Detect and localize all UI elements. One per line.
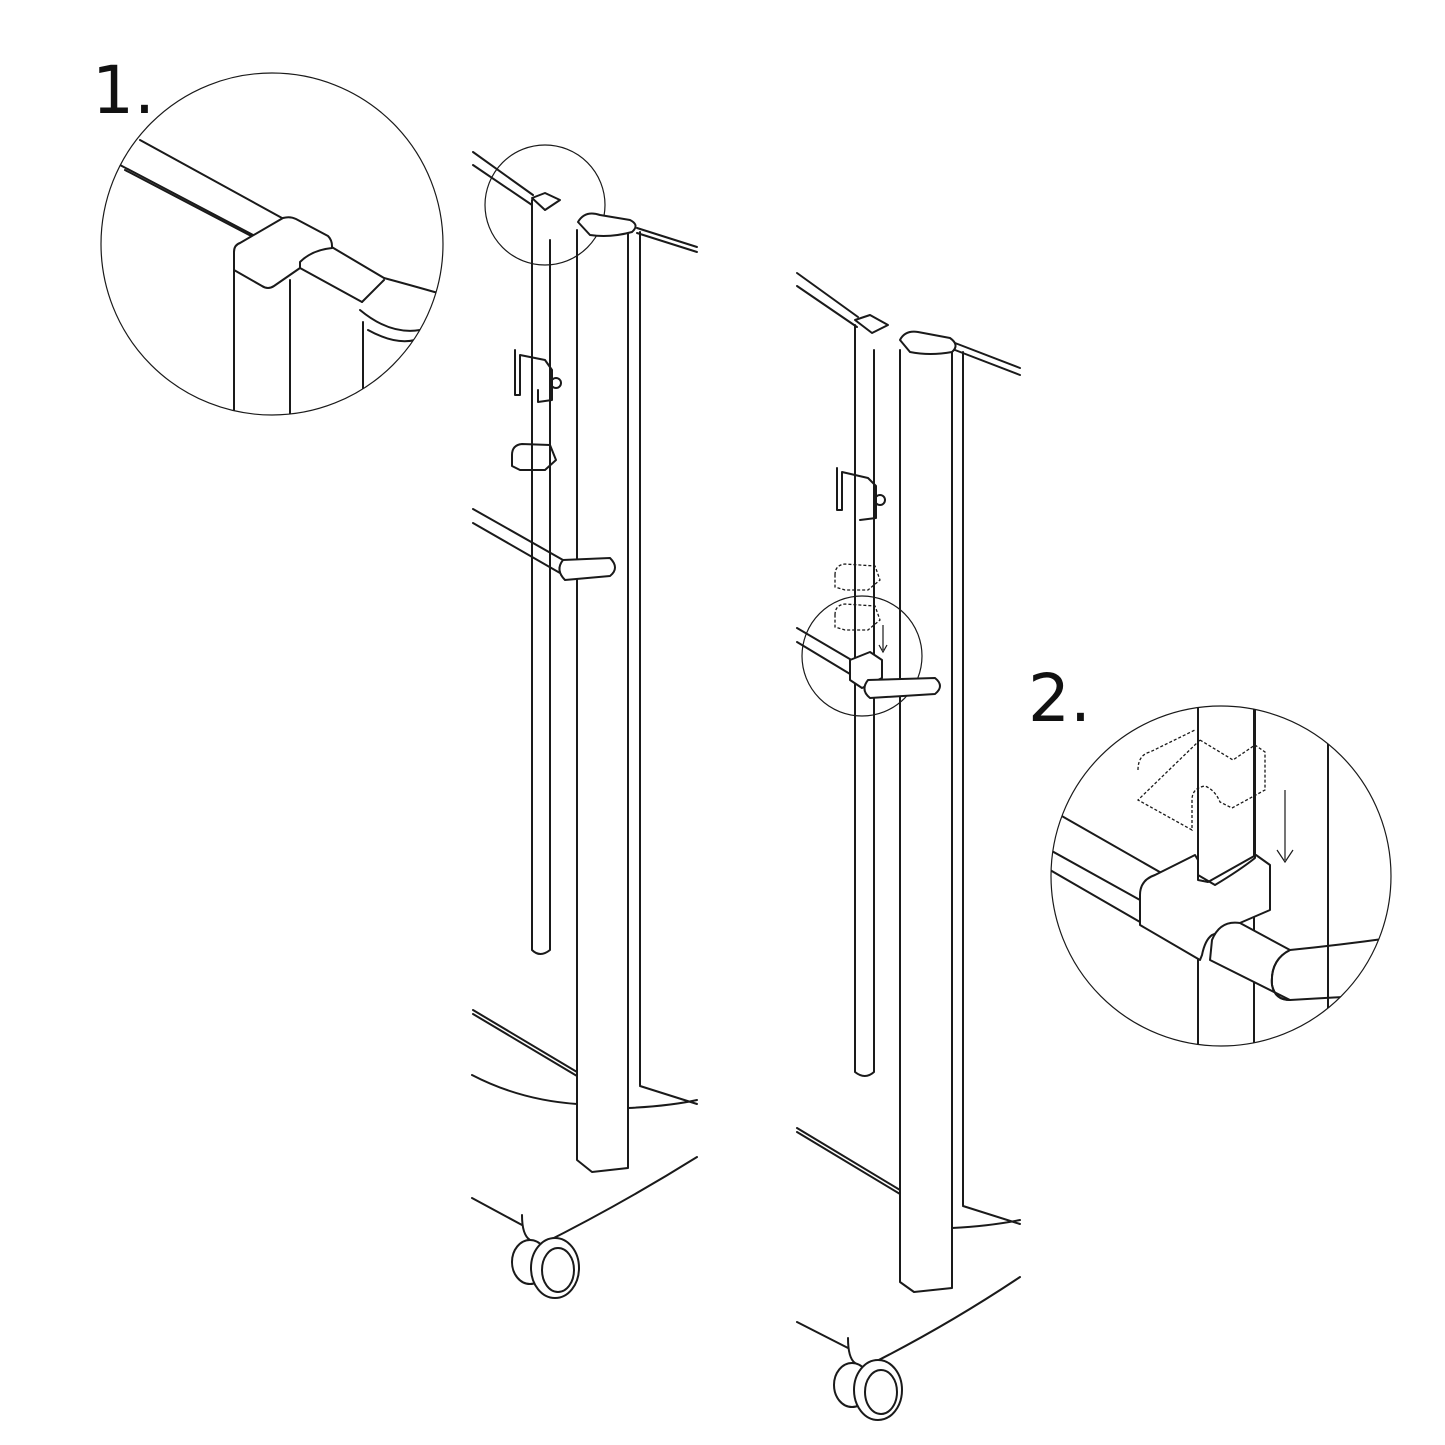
left-post-assembly	[471, 144, 698, 1299]
right-post-assembly	[796, 272, 1021, 1421]
detail-circle-2	[1050, 705, 1392, 1047]
detail-marker-2	[801, 595, 923, 717]
step-2-label: 2.	[1028, 660, 1091, 737]
detail-marker-1	[484, 144, 606, 266]
step-1-label: 1.	[92, 52, 155, 129]
detail-circle-1	[100, 72, 444, 416]
